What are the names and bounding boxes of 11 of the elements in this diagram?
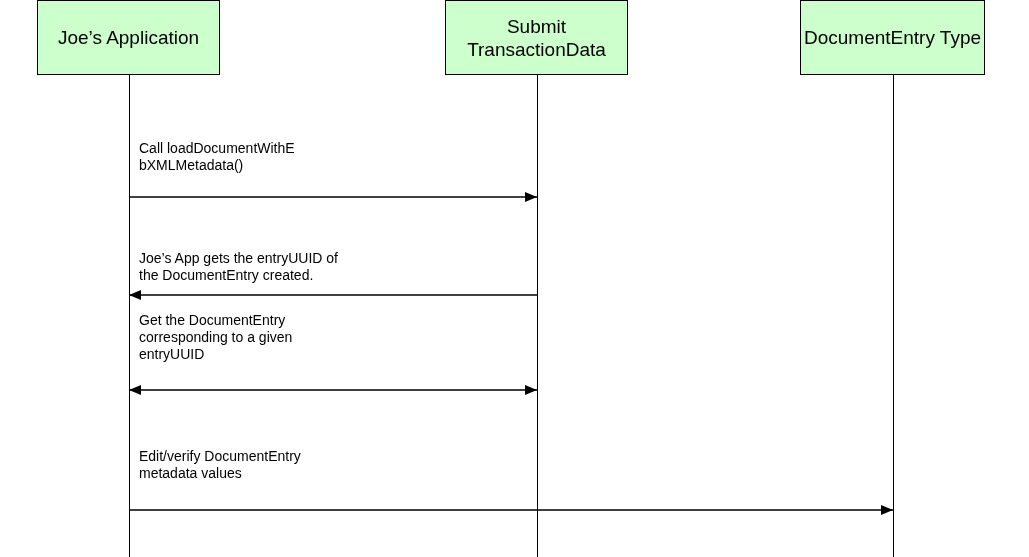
message-label: Call loadDocumentWithEbXMLMetadata(): [139, 140, 296, 174]
message-label: Edit/verify DocumentEntry metadata values: [139, 448, 302, 482]
message-label: Get the DocumentEntry corresponding to a given entryUUID: [139, 312, 294, 363]
lifeline-head-box: DocumentEntry Type: [800, 0, 985, 75]
message-label: Joe’s App gets the entryUUID of the DocumentEntry created.: [139, 250, 339, 284]
lifeline-head-box: Joe’s Application: [37, 0, 220, 75]
arrow: [128, 192, 538, 202]
lifeline-head-box: Submit TransactionData: [445, 0, 628, 75]
arrow: [128, 290, 538, 300]
arrow: [128, 505, 894, 515]
arrow: [128, 385, 538, 395]
